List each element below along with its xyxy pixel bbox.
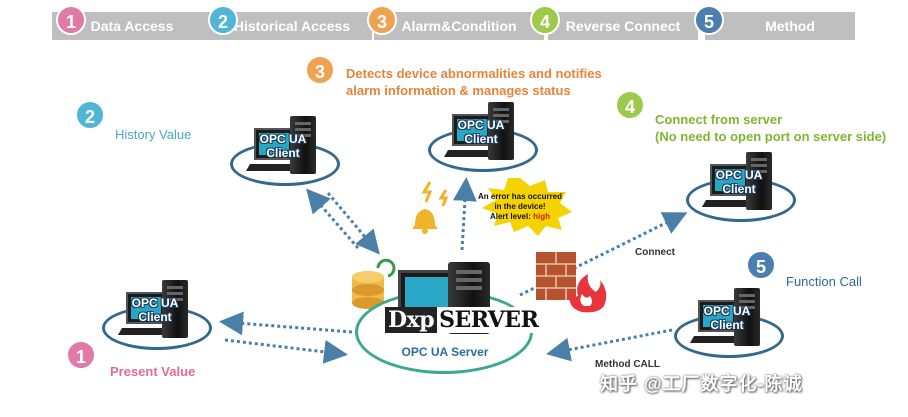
tab-label: Data Access	[90, 18, 174, 34]
database-icon	[352, 258, 396, 309]
tab-method[interactable]: Method	[705, 12, 855, 40]
watermark: 知乎 @工厂数字化-陈诚	[600, 374, 803, 394]
arrow-method-call	[546, 328, 673, 362]
tab-reverse-connect[interactable]: Reverse Connect	[548, 12, 698, 40]
arrow-present-to-server	[224, 338, 348, 364]
tab-number-1: 1	[56, 5, 86, 35]
method-call-label: Method CALL	[595, 359, 660, 370]
computer-tower-icon	[734, 288, 760, 346]
tab-label: Reverse Connect	[565, 18, 681, 34]
computer-tower-icon	[162, 280, 188, 338]
present-label: Present Value	[110, 364, 196, 379]
arrow-client-to-server	[326, 192, 380, 255]
alarm-bell-icon	[412, 181, 449, 234]
tab-historical-access[interactable]: Historical Access	[212, 12, 372, 40]
reverse-number-badge: 4	[615, 90, 645, 120]
tab-label: Alarm&Condition	[401, 18, 517, 34]
tab-number-4: 4	[530, 5, 560, 35]
history-label: History Value	[115, 127, 192, 142]
tab-alarm-condition[interactable]: Alarm&Condition	[374, 12, 544, 40]
alarm-line-2: alarm information & manages status	[346, 83, 571, 98]
arrow-server-to-present	[219, 311, 353, 336]
reverse-description: Connect from server (No need to open por…	[655, 111, 886, 145]
connect-label: Connect	[635, 247, 675, 258]
alarm-description: Detects device abnormalities and notifie…	[346, 65, 602, 99]
tab-number-3: 3	[367, 5, 397, 35]
tab-number-5: 5	[694, 5, 724, 35]
present-number-badge: 1	[66, 340, 96, 370]
arrow-alarm-to-client	[452, 177, 477, 251]
computer-tower-icon	[290, 116, 316, 174]
tab-label: Method	[765, 18, 815, 34]
function-number-badge: 5	[746, 250, 776, 280]
server-label: OPC UA Server	[401, 345, 489, 359]
tab-label: Historical Access	[233, 18, 351, 34]
computer-tower-icon	[746, 152, 772, 210]
firewall-icon	[536, 252, 576, 300]
reverse-line-1: Connect from server	[655, 112, 783, 127]
reverse-line-2: (No need to open port on server side)	[655, 129, 887, 144]
arrow-history-to-client	[306, 188, 360, 249]
alert-burst-shape	[482, 178, 572, 236]
computer-tower-icon	[488, 102, 514, 160]
alert-message: An error has occurred in the device! Ale…	[477, 192, 563, 221]
function-label: Function Call	[786, 274, 862, 289]
alarm-line-1: Detects device abnormalities and notifie…	[346, 66, 602, 81]
tab-number-2: 2	[208, 5, 238, 35]
history-number-badge: 2	[75, 100, 105, 130]
fire-icon	[569, 274, 607, 313]
alarm-number-badge: 3	[305, 55, 335, 85]
